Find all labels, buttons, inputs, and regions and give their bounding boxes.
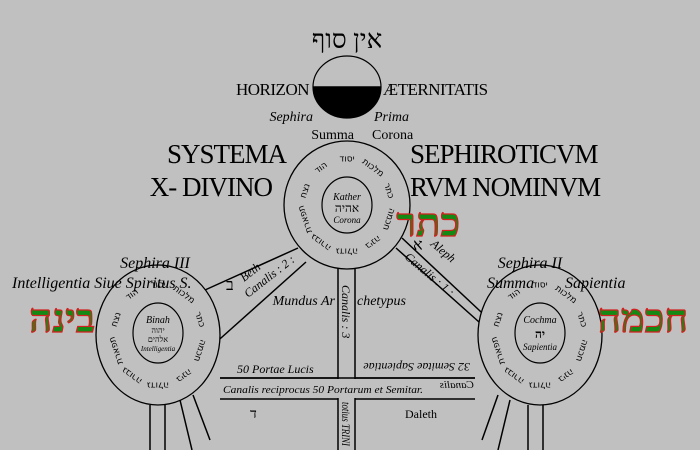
chokmah-name: Cochma — [523, 315, 556, 326]
daleth-label: Daleth — [405, 407, 437, 421]
binah-hebrew: בינה — [29, 295, 95, 342]
ring-label: נצח — [299, 182, 313, 199]
chokmah-divine-name: יה — [535, 327, 545, 341]
chokmah-hebrew: חכמה — [598, 295, 688, 342]
ring-label: גדולה — [529, 380, 551, 390]
aeternitatis-label: ÆTERNITATIS — [383, 80, 488, 99]
ring-label: גדולה — [147, 380, 169, 390]
canalis-mirror-label: Canalis — [440, 379, 474, 391]
ring-label: יסוד — [532, 281, 547, 291]
archetypus-label: chetypus — [357, 294, 407, 309]
semitae-label: 32 Semitae Sapientiae — [363, 360, 471, 374]
x-divino-label: X- DIVINO — [150, 172, 273, 202]
binah-header: Sephira III — [120, 255, 190, 272]
ein-sof-title: אין סוף — [312, 25, 382, 54]
chokmah-header: Sephira II — [498, 255, 563, 272]
horizon-orb — [312, 55, 382, 119]
ring-label: כתר — [574, 311, 588, 329]
chokmah-title: Sapientia — [523, 342, 557, 352]
binah-title: Intelligentia — [140, 345, 176, 353]
kether-name: Kather — [332, 192, 361, 203]
ring-label: יסוד — [339, 155, 354, 165]
corona-label: Corona — [372, 128, 414, 143]
chokmah-subtitle-sapientia: Sapientia — [565, 275, 625, 292]
rvm-nominvm-label: RVM NOMINVM — [410, 172, 601, 202]
binah-divine-name-2: אלהים — [148, 335, 168, 344]
reciprocus-label: Canalis reciprocus 50 Portarum et Semita… — [223, 384, 423, 396]
ring-label: יסוד — [150, 281, 165, 291]
mundus-label: Mundus Ar — [272, 294, 336, 309]
systema-label: SYSTEMA — [167, 139, 288, 169]
sephira-label: Sephira — [269, 110, 313, 125]
kether-title: Corona — [333, 215, 361, 225]
ring-label: כתר — [192, 311, 206, 329]
ring-label: גדולה — [336, 246, 358, 256]
ring-label: נצח — [492, 311, 506, 328]
horizon-label: HORIZON — [236, 80, 309, 99]
kether-divine-name: אהיה — [335, 201, 359, 215]
aleph-letter: א — [413, 237, 423, 254]
ring-label: כתר — [381, 182, 395, 200]
binah-divine-name-1: יהוה — [151, 326, 164, 335]
portae-lucis-label: 50 Portae Lucis — [237, 362, 314, 376]
chokmah-subtitle-summa: Summa — [487, 275, 534, 292]
beth-letter: ב — [226, 277, 234, 294]
totius-trini-label: totius TRINI — [339, 402, 353, 447]
binah-subtitle: Intelligentia Siue Spiritus S. — [11, 275, 192, 292]
kether-hebrew: כתר — [396, 199, 460, 246]
ring-label: נצח — [110, 311, 124, 328]
daleth-letter: ד — [250, 407, 257, 422]
sephiroticum-label: SEPHIROTICVM — [410, 139, 599, 169]
binah-name: Binah — [146, 315, 170, 326]
summa-label: Summa — [311, 128, 355, 143]
canalis-3-label: Canalis : 3 — [339, 285, 353, 338]
prima-label: Prima — [373, 110, 409, 125]
